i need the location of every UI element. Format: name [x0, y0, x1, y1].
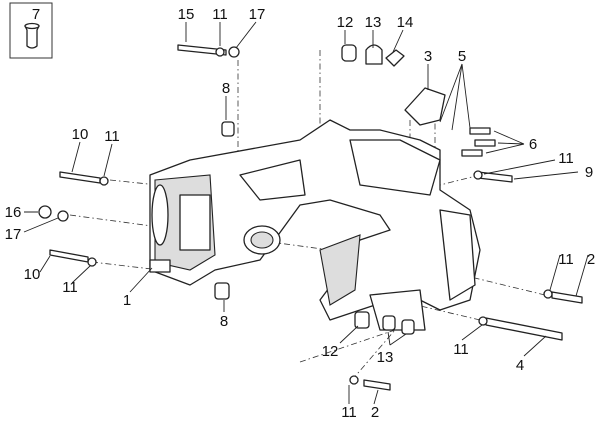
callout-11: 11 [558, 150, 574, 167]
frame-main [149, 119, 481, 331]
callout-8: 8 [222, 80, 230, 97]
callout-12: 12 [322, 343, 339, 360]
callout-2: 2 [371, 404, 379, 421]
callout-12: 12 [337, 14, 354, 31]
callout-11: 11 [558, 251, 574, 268]
callout-10: 10 [24, 266, 41, 283]
callout-labels: 7 15 11 17 8 12 13 14 3 5 6 10 11 11 9 1… [5, 6, 596, 421]
callout-8: 8 [220, 313, 228, 330]
callout-10: 10 [72, 126, 89, 143]
callout-11: 11 [104, 128, 120, 145]
callout-2: 2 [587, 251, 595, 268]
callout-11: 11 [341, 404, 357, 421]
callout-9: 9 [585, 164, 593, 181]
callout-17: 17 [249, 6, 266, 23]
callout-1: 1 [123, 292, 131, 309]
callout-17: 17 [5, 226, 22, 243]
callout-3: 3 [424, 48, 432, 65]
callout-14: 14 [397, 14, 414, 31]
callout-11: 11 [212, 6, 228, 23]
callout-5: 5 [458, 48, 466, 65]
callout-4: 4 [516, 357, 524, 374]
callout-13: 13 [365, 14, 382, 31]
assembly-lines [69, 50, 546, 381]
callout-11: 11 [62, 279, 78, 296]
callout-13: 13 [377, 349, 394, 366]
leader-lines [23, 21, 589, 405]
callout-6: 6 [529, 136, 537, 153]
part-7-inset [9, 2, 53, 59]
small-parts [38, 44, 583, 391]
callout-11: 11 [453, 341, 469, 358]
callout-7: 7 [32, 6, 40, 23]
callout-16: 16 [5, 204, 22, 221]
callout-15: 15 [178, 6, 195, 23]
